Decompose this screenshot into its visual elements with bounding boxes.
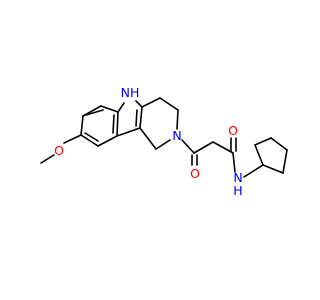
atom-label-layer: NH N O O O N H [54,85,243,198]
bond [84,132,99,142]
bond [139,127,157,150]
bond [139,106,143,129]
atom-label-ring-n: N [172,128,181,143]
bond [262,164,284,174]
bond [232,152,236,173]
bond-layer [40,97,288,178]
bond [40,154,55,164]
bond [116,111,119,137]
bond [282,149,288,174]
bond [159,97,179,111]
bond [181,139,195,154]
bond [63,134,82,144]
atom-label-nh: NH [121,85,140,100]
bond [176,109,179,130]
bond [135,100,143,108]
atom-label-methoxy-o: O [54,143,64,158]
bond [97,135,118,147]
bond [80,115,84,136]
bond [117,102,125,113]
bond [100,105,119,113]
bond [80,134,99,147]
bond [141,97,161,108]
bond [155,139,171,150]
bond [243,164,264,178]
bond [85,109,104,116]
molecule-structure: NH N O O O N H [40,85,288,198]
atom-label-amide-n: N [233,170,242,185]
bond [254,137,272,146]
atom-label-ketone-o: O [190,166,200,181]
atom-label-amide-o: O [228,123,238,138]
bond [254,144,264,166]
bond [193,141,214,154]
atom-label-amide-h: H [233,183,242,198]
molecule-diagram: NH N O O O N H [40,85,288,198]
bond [116,127,141,137]
bond [212,141,234,154]
bond [135,109,138,127]
bond [112,114,115,134]
bond [270,137,288,151]
